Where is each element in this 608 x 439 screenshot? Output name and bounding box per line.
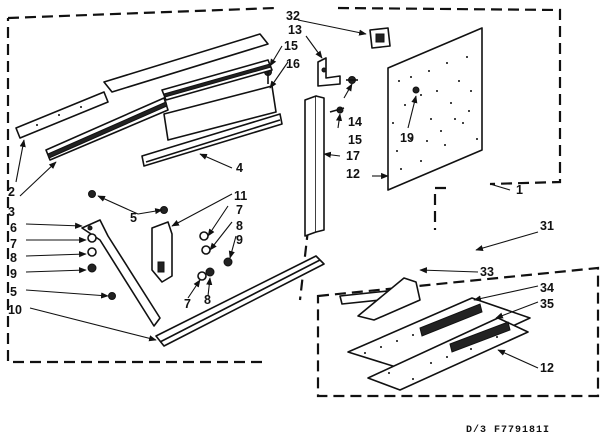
callout-11: 11 xyxy=(234,189,247,203)
callout-1: 1 xyxy=(516,183,523,197)
main-kit-outline xyxy=(6,6,562,364)
callout-5-top: 5 xyxy=(130,211,137,225)
part-33-seal xyxy=(339,277,421,321)
callout-15-mid: 15 xyxy=(348,133,362,147)
part-6-leg-bracket xyxy=(81,219,161,327)
screw-14 xyxy=(329,106,345,114)
callout-12-bottom: 12 xyxy=(540,361,554,375)
callout-34: 34 xyxy=(540,281,554,295)
part-17-post xyxy=(304,95,325,237)
part-13-bracket xyxy=(317,57,341,87)
callout-7-left: 7 xyxy=(10,237,17,251)
callout-8-left: 8 xyxy=(10,251,17,265)
part-4-bar xyxy=(141,113,283,167)
drawing-code: D/3 F779181I xyxy=(466,424,550,436)
callout-2: 2 xyxy=(8,185,15,199)
callout-3: 3 xyxy=(8,205,15,219)
callout-31: 31 xyxy=(540,219,554,233)
part-3-channel xyxy=(45,97,169,161)
callout-14: 14 xyxy=(348,115,362,129)
screw-near-13 xyxy=(346,76,358,84)
callout-12-top: 12 xyxy=(346,167,360,181)
leader-lines xyxy=(15,19,539,369)
callout-7-right: 7 xyxy=(236,203,243,217)
callout-35: 35 xyxy=(540,297,554,311)
callout-9-right: 9 xyxy=(236,233,243,247)
part-11-bracket xyxy=(151,221,173,283)
part-19-panel xyxy=(387,27,483,191)
callout-9-left: 9 xyxy=(10,267,17,281)
callout-7-bottom: 7 xyxy=(184,297,191,311)
hardware-washers-nuts xyxy=(87,190,233,300)
part-2-rail xyxy=(15,91,109,139)
callout-8-bottom: 8 xyxy=(204,293,211,307)
sub-kit-outline xyxy=(316,266,600,398)
top-rail xyxy=(103,33,269,93)
callout-5-left: 5 xyxy=(10,285,17,299)
part-16-rail-lower xyxy=(163,85,277,141)
part-34-35-trays xyxy=(347,297,531,391)
part-32-gasket xyxy=(369,27,391,49)
callout-13: 13 xyxy=(288,23,302,37)
callout-4: 4 xyxy=(236,161,243,175)
callout-6: 6 xyxy=(10,221,17,235)
callout-15-top: 15 xyxy=(284,39,298,53)
callout-32: 32 xyxy=(286,9,300,23)
callout-10: 10 xyxy=(8,303,22,317)
callout-numbers: 32 13 15 16 14 15 17 19 12 1 4 2 3 5 11 … xyxy=(8,9,554,375)
callout-33: 33 xyxy=(480,265,494,279)
callout-17: 17 xyxy=(346,149,360,163)
callout-8-right: 8 xyxy=(236,219,243,233)
part-16-channel xyxy=(161,59,273,101)
part-10-bottom-bar xyxy=(155,255,325,347)
callout-19: 19 xyxy=(400,131,414,145)
callout-16: 16 xyxy=(286,57,300,71)
